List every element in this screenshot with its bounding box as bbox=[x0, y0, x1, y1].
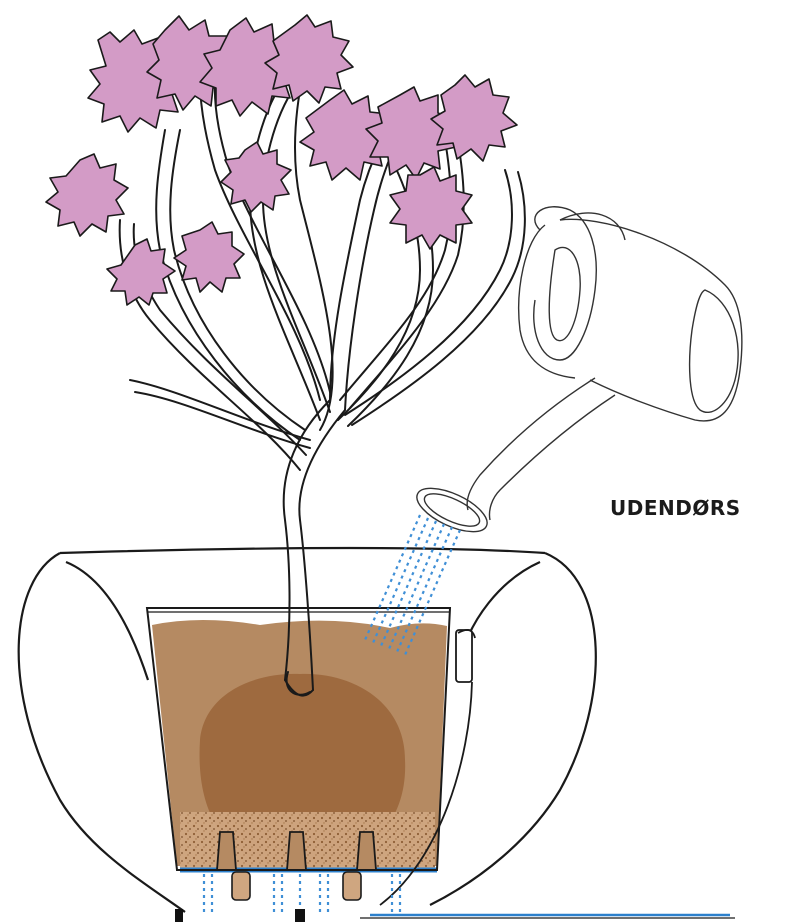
watering-can bbox=[411, 207, 742, 541]
inner-pot bbox=[147, 608, 450, 900]
plant bbox=[120, 80, 525, 696]
flower-cluster bbox=[46, 15, 517, 305]
outdoor-label: UDENDØRS bbox=[610, 496, 741, 520]
planter-base bbox=[175, 909, 735, 922]
